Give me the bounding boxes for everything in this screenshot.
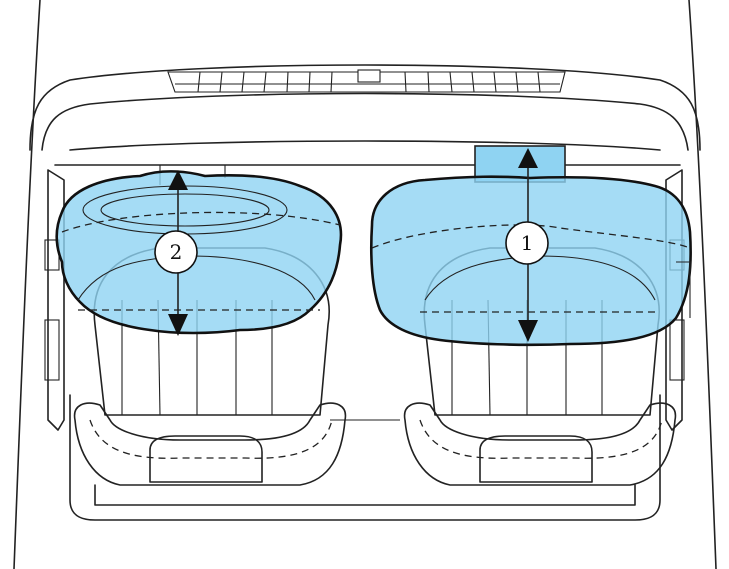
callout-1-label: 1 <box>521 231 534 255</box>
arrow-up-icon <box>168 170 188 190</box>
callout-1: 1 <box>505 148 549 342</box>
callout-1-circle <box>505 221 549 265</box>
floor-and-console <box>69 394 661 521</box>
callout-2: 2 <box>154 170 198 336</box>
callout-2-circle <box>154 230 198 274</box>
arrow-up-icon <box>518 148 538 168</box>
arrow-down-icon <box>168 314 188 336</box>
driver-airbag <box>55 170 343 335</box>
defroster-vent <box>167 69 566 93</box>
arrow-down-icon <box>518 320 538 342</box>
left-door <box>44 169 65 431</box>
car-body-outline <box>13 0 717 569</box>
callout-2-label: 2 <box>170 240 183 264</box>
